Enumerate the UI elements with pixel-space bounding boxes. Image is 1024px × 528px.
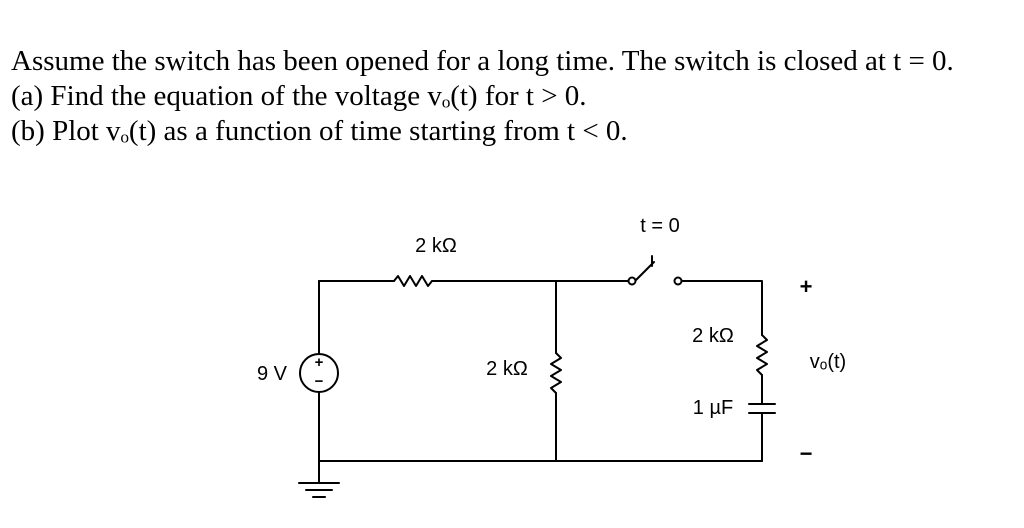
problem-statement: Assume the switch has been opened for a … xyxy=(11,44,954,149)
r3-label: 2 kΩ xyxy=(692,325,734,347)
source-label: 9 V xyxy=(257,363,288,385)
switch-label: t = 0 xyxy=(640,215,679,237)
r1-label: 2 kΩ xyxy=(415,235,457,257)
source-minus-sign: − xyxy=(315,373,324,390)
switch-contact-left xyxy=(627,276,637,286)
vout-minus-sign: − xyxy=(800,441,813,466)
vout-label: vₒ(t) xyxy=(810,351,846,373)
switch-contact-right xyxy=(673,276,683,286)
r1-resistor-symbol xyxy=(393,275,433,287)
problem-line-a: (a) Find the equation of the voltage vₒ(… xyxy=(11,80,587,112)
source-plus-sign: + xyxy=(315,354,324,371)
problem-line-1: Assume the switch has been opened for a … xyxy=(11,45,954,77)
r3-resistor-symbol xyxy=(756,334,768,376)
top-wire-right xyxy=(681,280,763,336)
capacitor-label: 1 µF xyxy=(693,397,733,419)
r2-label: 2 kΩ xyxy=(486,358,528,380)
r2-resistor-symbol xyxy=(550,352,562,394)
problem-line-b: (b) Plot vₒ(t) as a function of time sta… xyxy=(11,115,628,147)
vout-plus-sign: + xyxy=(800,274,813,299)
